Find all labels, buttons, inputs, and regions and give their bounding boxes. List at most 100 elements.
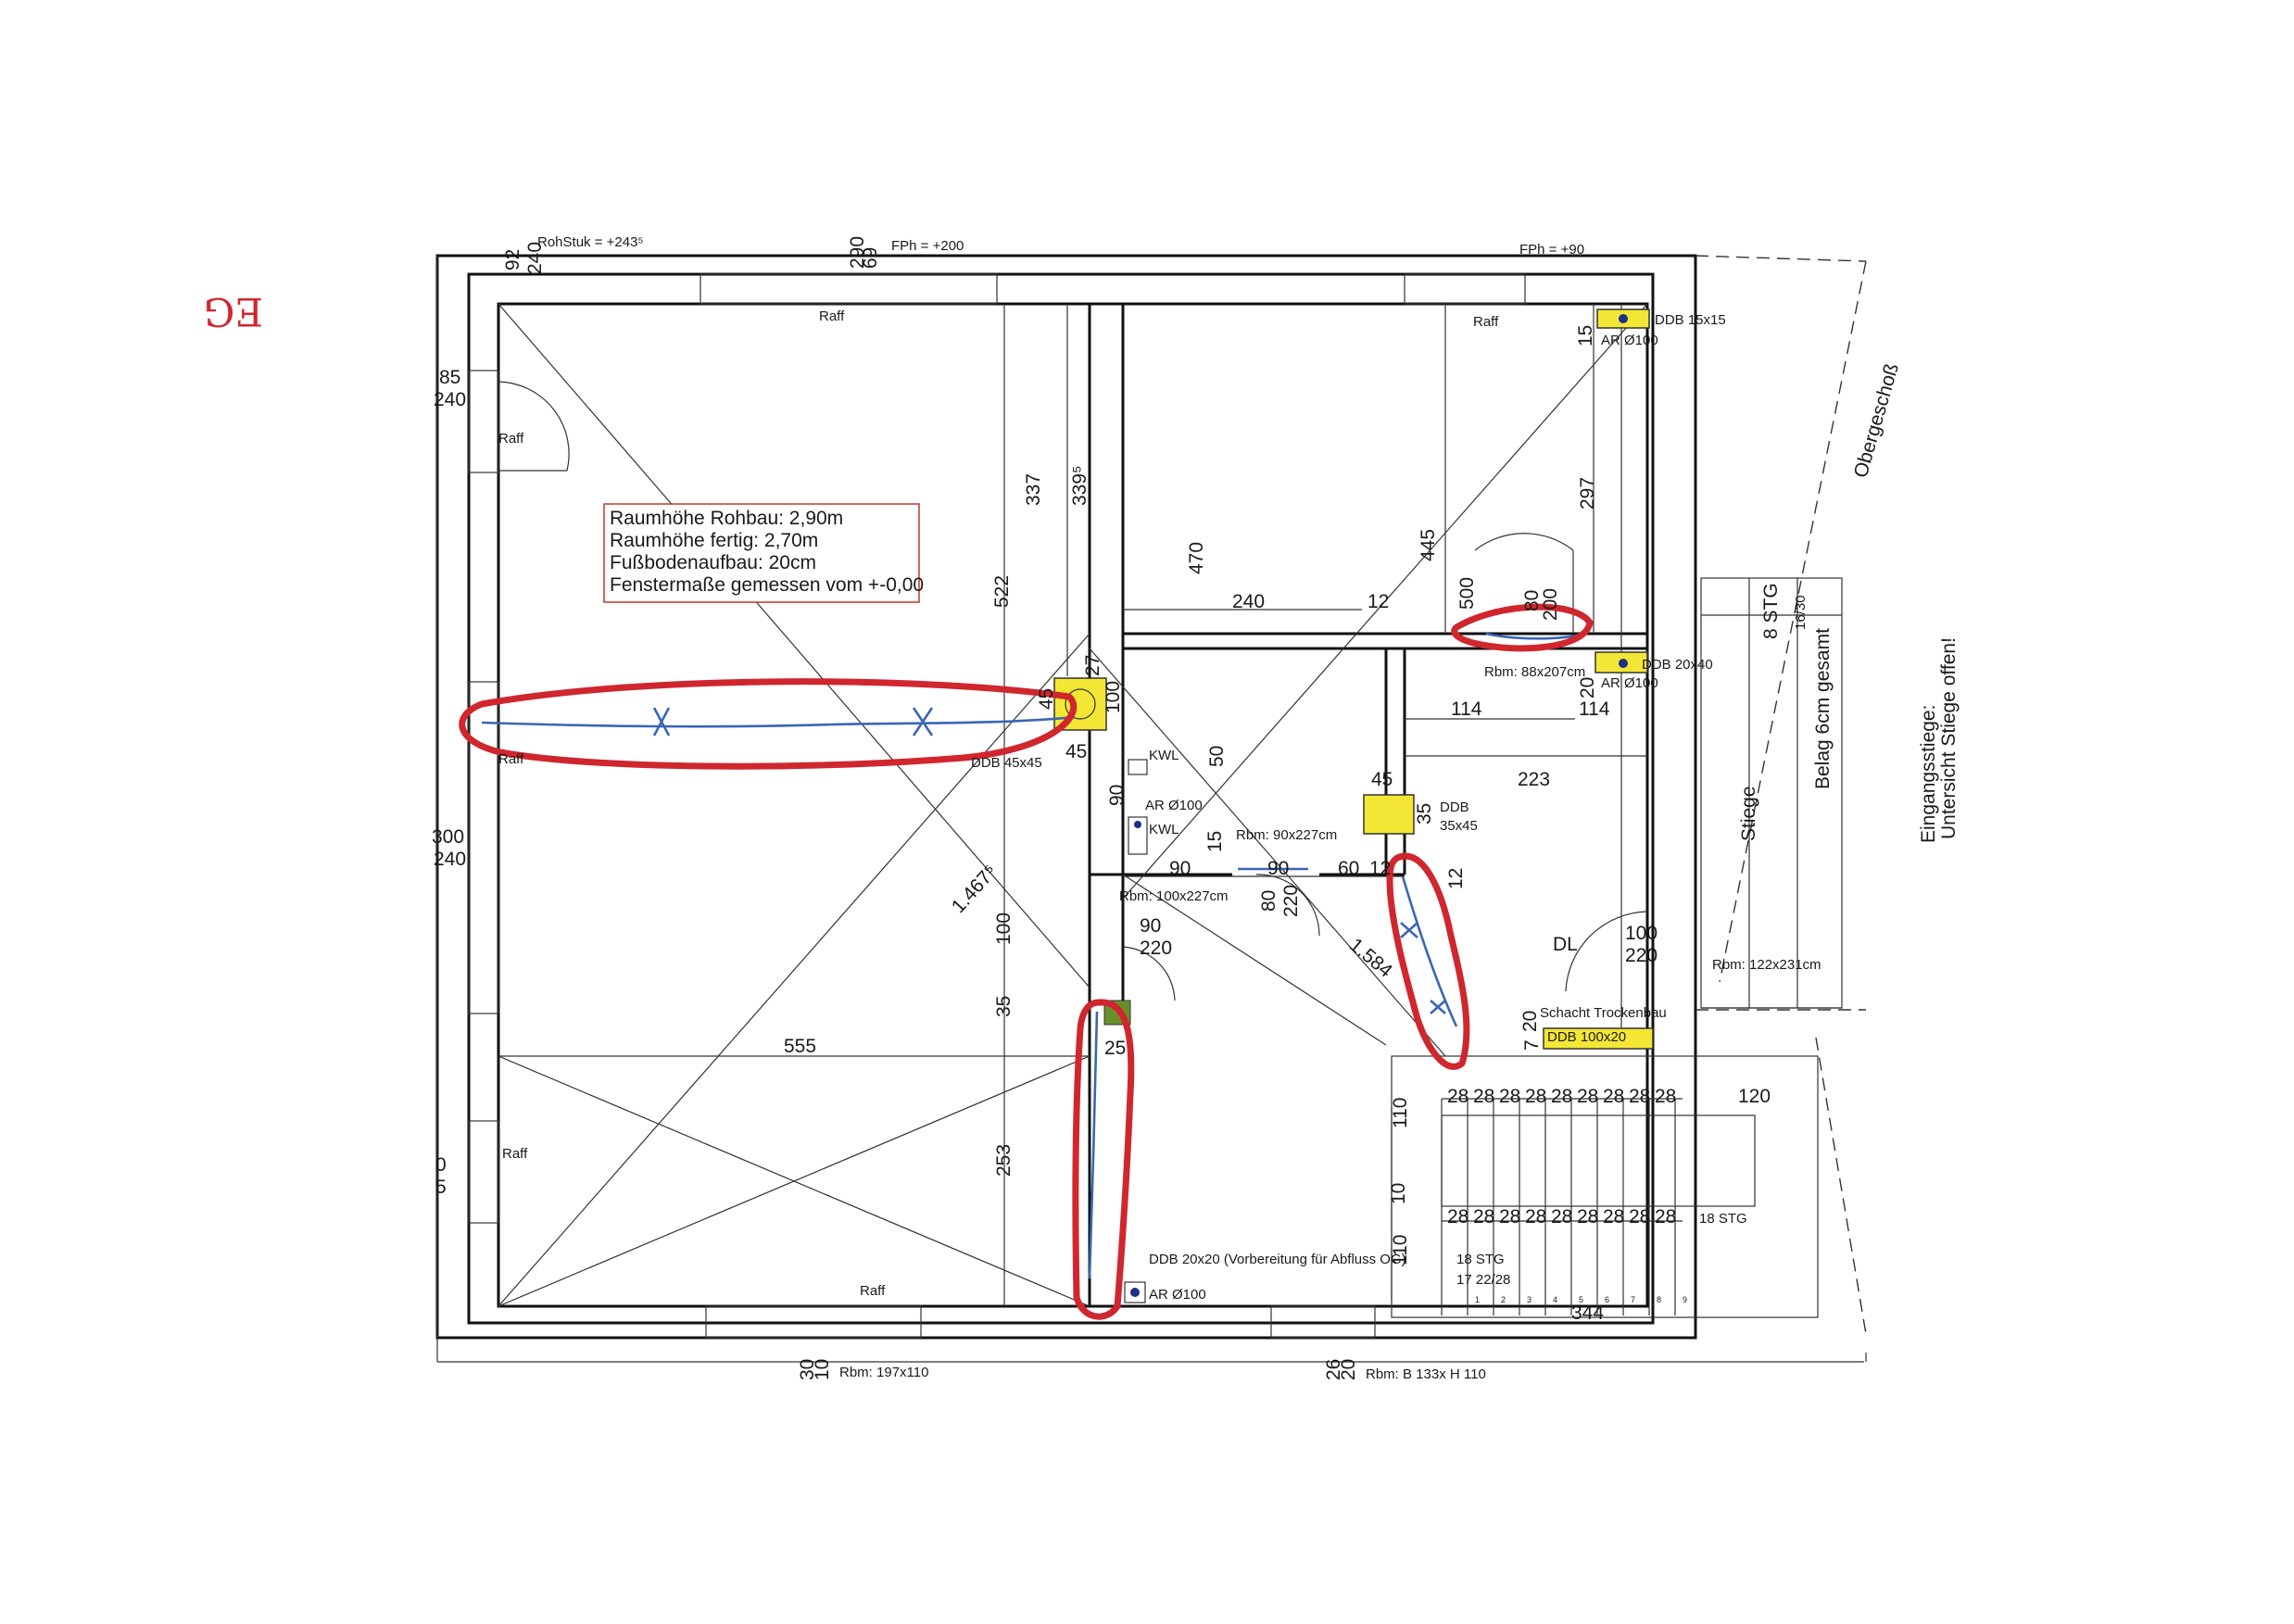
stair-stiege2: Belag 6cm gesamt [1812, 628, 1834, 789]
duct-ar2: AR Ø100 [1601, 675, 1658, 691]
floor-mark-handwriting: EG [204, 289, 263, 334]
dim-110a: 110 [1390, 1098, 1411, 1128]
tread-top-6: 28 [1577, 1086, 1598, 1107]
tread-bottom-9: 28 [1655, 1206, 1676, 1227]
tread-top-2: 28 [1473, 1086, 1494, 1107]
dim-555: 555 [784, 1036, 816, 1057]
dim-339: 339⁵ [1069, 465, 1090, 506]
step-5: 5 [1579, 1295, 1583, 1304]
step-4: 4 [1553, 1295, 1557, 1304]
top-fph-right: FPh = +90 [1519, 242, 1584, 258]
opening-rbm100: Rbm: 100x227cm [1119, 888, 1229, 904]
bottom-rbm-left: Rbm: 197x110 [839, 1365, 928, 1380]
raff-top-left: Raff [819, 308, 845, 324]
dim-60: 60 [1338, 858, 1359, 879]
dim-1467: 1.467⁵ [948, 861, 1002, 917]
top-n92: 92 [502, 249, 523, 271]
bottom-n10: 10 [812, 1359, 833, 1380]
dim-253: 253 [993, 1144, 1015, 1177]
duct-ddb20x20: DDB 20x20 (Vorbereitung für Abfluss OG) [1149, 1252, 1406, 1267]
dim-110b: 110 [1390, 1235, 1411, 1265]
stair-8stg: 8 STG [1760, 583, 1782, 639]
top-fph-left: FPh = +200 [891, 238, 964, 254]
info-line-1: Raumhöhe Rohbau: 2,90m [610, 508, 843, 529]
tread-top-9: 28 [1655, 1086, 1676, 1107]
duct-ddb45: DDB 45x45 [971, 755, 1042, 771]
dim-223: 223 [1518, 769, 1550, 790]
door-swings [498, 381, 1648, 1001]
tread-top-5: 28 [1551, 1086, 1572, 1107]
opening-rbm88: Rbm: 88x207cm [1484, 664, 1585, 680]
tread-bottom-4: 28 [1525, 1206, 1546, 1227]
dim-100a: 100 [1103, 681, 1124, 713]
dim-100c: 100 [993, 913, 1015, 945]
step-2: 2 [1501, 1295, 1506, 1304]
bottom-n30: 30 [797, 1359, 818, 1380]
dim-1584: 1.584 [1345, 934, 1396, 982]
dim-220a: 220 [1140, 938, 1172, 959]
duct-kwl1: KWL [1149, 748, 1179, 763]
tread-bottom-1: 28 [1447, 1206, 1468, 1227]
dim-240: 240 [1232, 591, 1265, 612]
raff-bottom: Raff [860, 1283, 886, 1299]
dim-50: 50 [1206, 746, 1228, 767]
dim-100b: 100 [1625, 923, 1657, 944]
dim-45a: 45 [1036, 688, 1057, 710]
dim-470: 470 [1186, 542, 1207, 574]
dim-45b: 45 [1065, 741, 1087, 762]
dimension-labels: 337 339⁵ 522 27 45 100 45 90 470 240 12 … [784, 325, 1771, 1324]
red-markings [459, 603, 1594, 1320]
opening-dl: DL [1553, 934, 1578, 955]
raff-top-right: Raff [1473, 314, 1499, 330]
dim-337: 337 [1023, 473, 1044, 506]
raff-left-1: Raff [498, 431, 524, 447]
top-n69: 69 [860, 247, 881, 269]
dim-80a: 80 [1521, 590, 1543, 611]
raff-left-2: Raff [498, 751, 524, 767]
duct-ar4: AR Ø100 [1149, 1287, 1206, 1303]
left-n85: 85 [439, 367, 460, 388]
left-n240b: 240 [434, 849, 466, 870]
dim-120: 120 [1738, 1086, 1771, 1107]
tread-bottom-7: 28 [1603, 1206, 1624, 1227]
dim-500: 500 [1456, 577, 1478, 610]
diagonal-lines [498, 303, 1648, 1307]
step-9: 9 [1683, 1295, 1687, 1304]
stair-eingang1: Eingangsstiege: [1918, 705, 1939, 843]
duct-ddb35b: 35x45 [1440, 818, 1478, 834]
dim-35b: 35 [993, 996, 1015, 1017]
dim-15b: 15 [1204, 831, 1226, 852]
dim-522: 522 [991, 575, 1013, 608]
dim-20b: 20 [1519, 1011, 1541, 1032]
duct-kwl2: KWL [1149, 822, 1179, 837]
duct-ddb20x40: DDB 20x40 [1642, 657, 1713, 673]
step-6: 6 [1605, 1295, 1609, 1304]
left-n300: 300 [432, 826, 464, 848]
opening-rbm122: Rbm: 122x231cm [1712, 957, 1821, 973]
left-n5: 5 [435, 1177, 447, 1198]
stair-ratio: 17 22/28 [1456, 1272, 1510, 1288]
dim-12a: 12 [1368, 591, 1389, 612]
dim-220c: 220 [1625, 945, 1657, 966]
stair-stiege1: Stiege [1738, 786, 1759, 841]
ducts [1053, 308, 1654, 1303]
dim-80b: 80 [1258, 890, 1279, 912]
step-7: 7 [1631, 1295, 1635, 1304]
dim-445: 445 [1418, 529, 1439, 561]
tread-top-8: 28 [1629, 1086, 1650, 1107]
upper-floor-title: Obergeschoß [1850, 361, 1903, 481]
info-box-text: Raumhöhe Rohbau: 2,90m Raumhöhe fertig: … [610, 508, 924, 596]
info-line-4: Fenstermaße gemessen vom +-0,00 [610, 574, 924, 596]
info-line-2: Raumhöhe fertig: 2,70m [610, 530, 818, 551]
tread-top-7: 28 [1603, 1086, 1624, 1107]
bottom-n26: 26 [1323, 1359, 1344, 1380]
duct-ddb100: DDB 100x20 [1547, 1029, 1626, 1045]
staircase [1391, 255, 1867, 1335]
step-3: 3 [1527, 1295, 1531, 1304]
duct-schacht: Schacht Trockenbau [1540, 1005, 1667, 1021]
stair-eingang2: Untersicht Stiege offen! [1938, 637, 1960, 839]
dim-20a: 20 [1577, 677, 1598, 699]
dim-220b: 220 [1280, 885, 1302, 917]
